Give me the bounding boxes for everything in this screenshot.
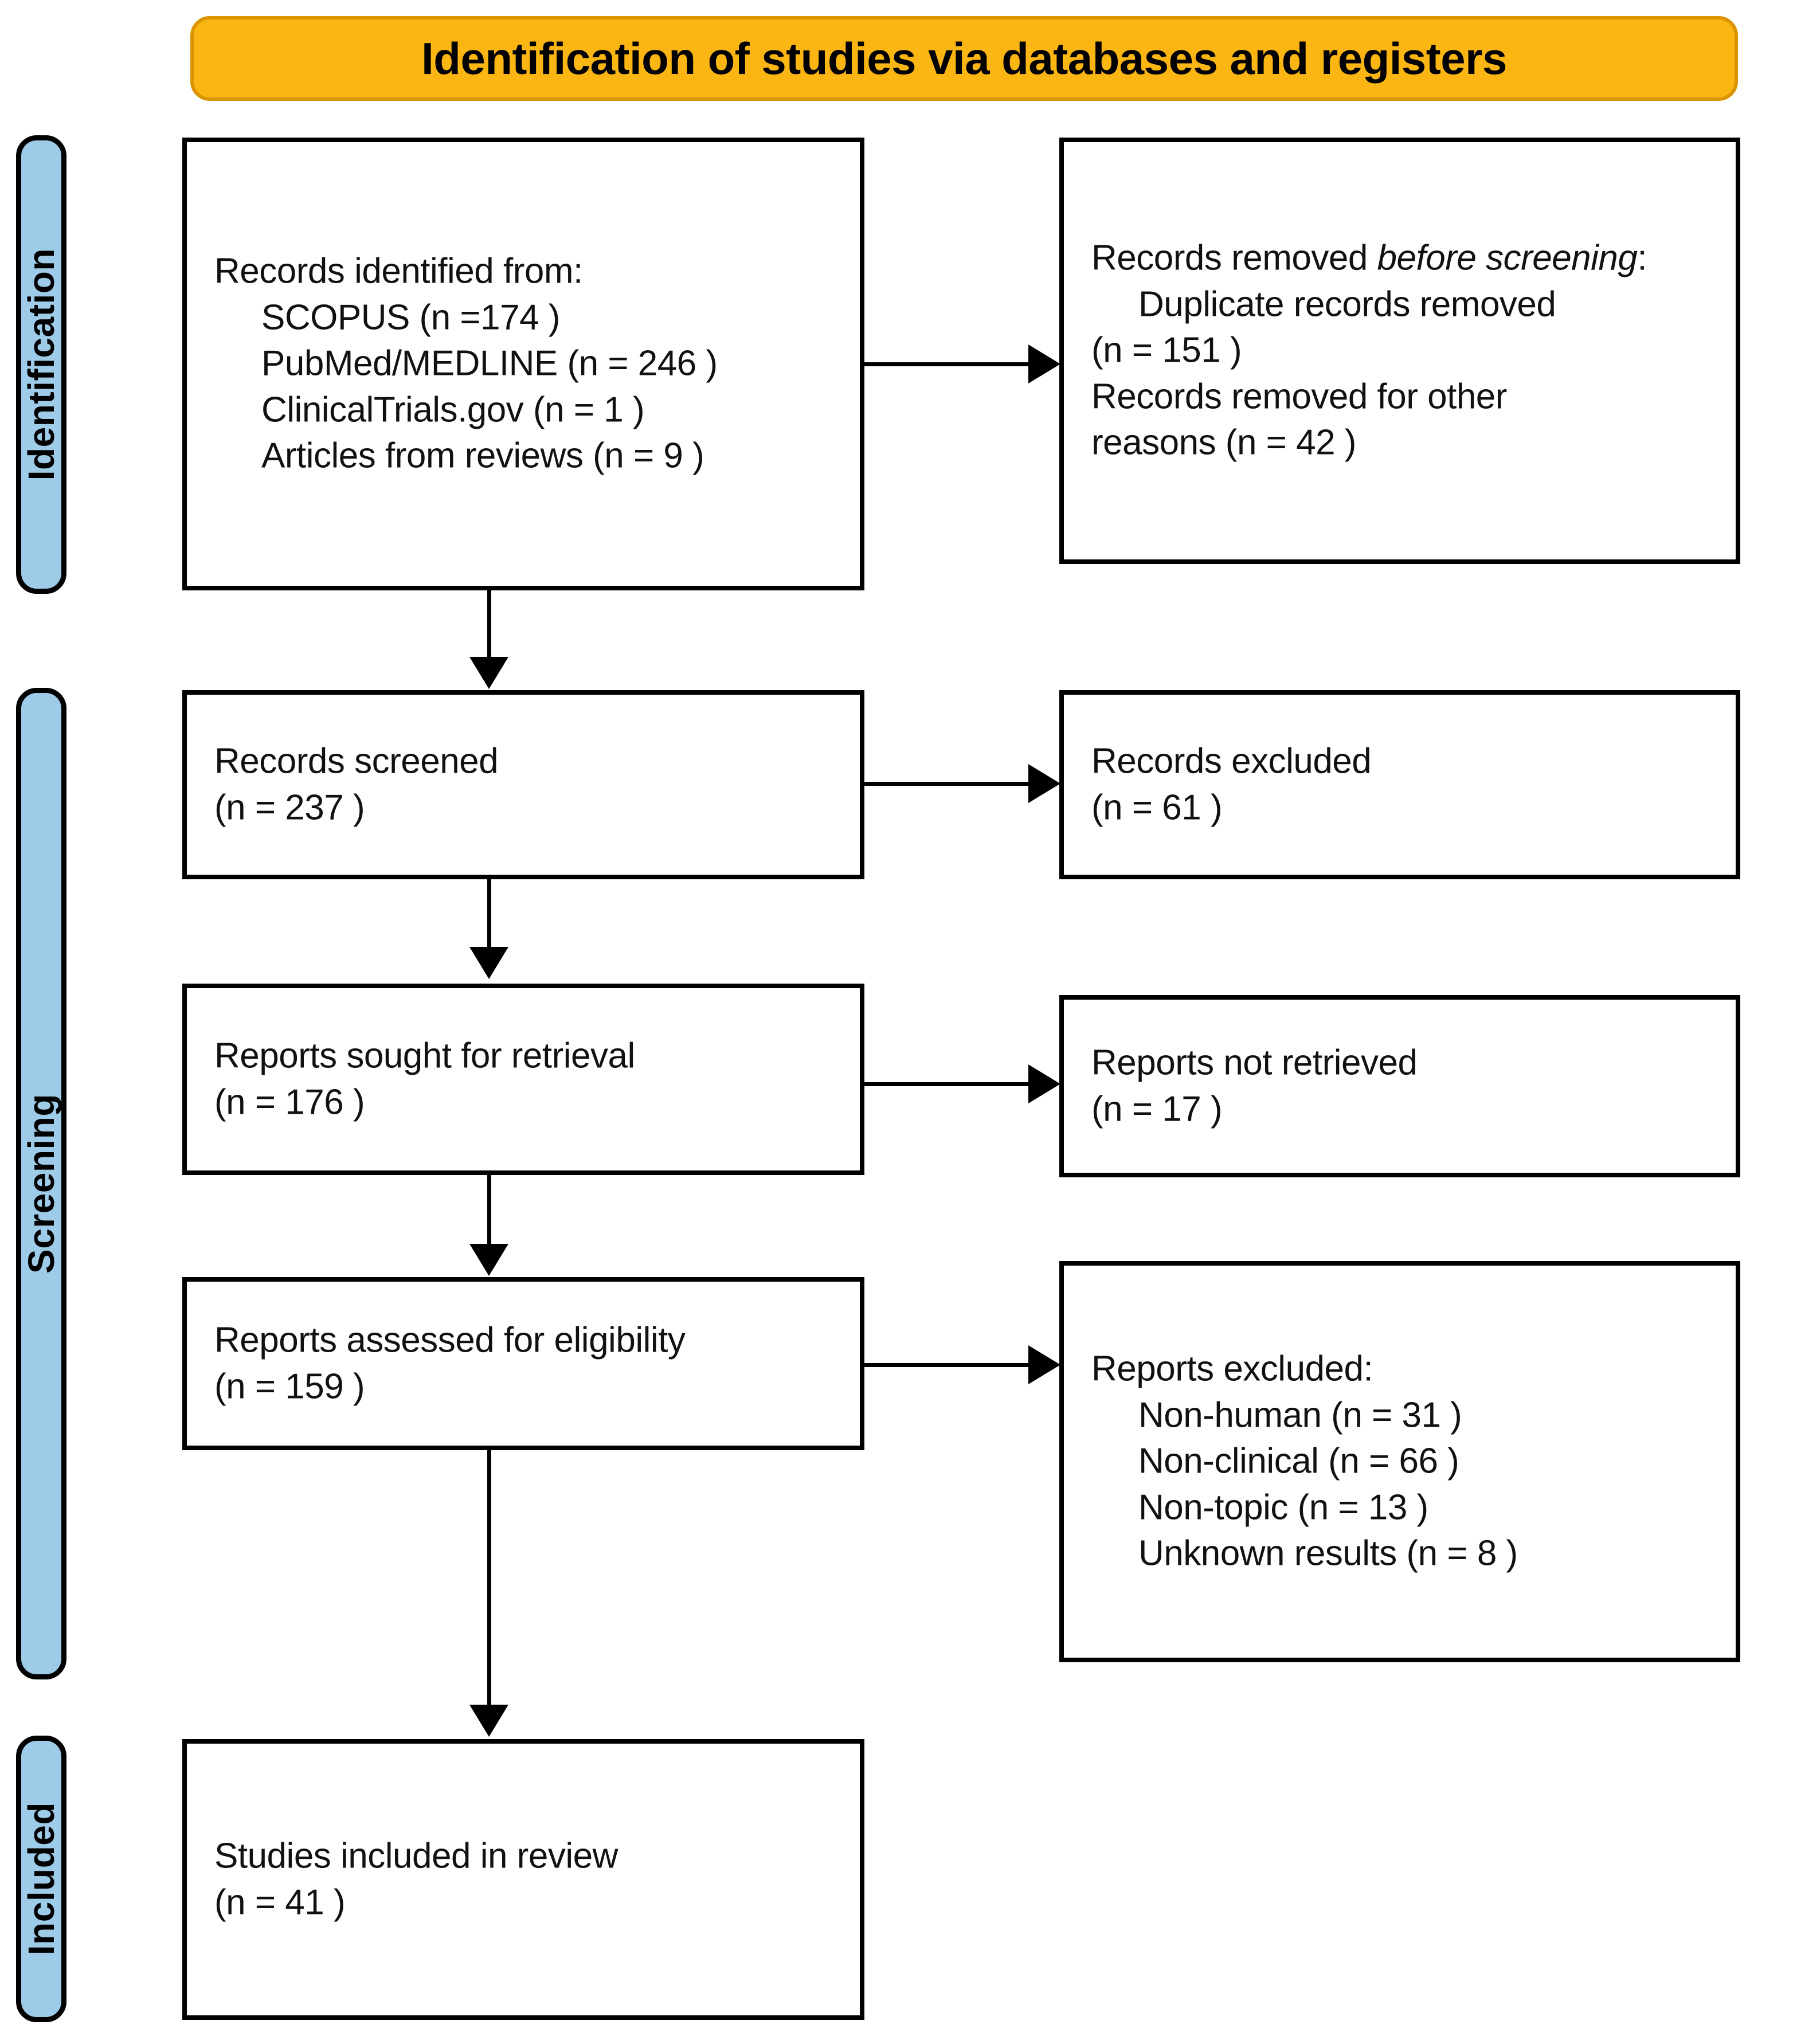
records-removed-heading-prefix: Records removed bbox=[1091, 238, 1377, 278]
connector-assessed-to-included-line bbox=[487, 1450, 491, 1707]
records-identified-heading: Records identified from: bbox=[214, 251, 583, 291]
connector-assessed-to-included-arrowhead bbox=[469, 1705, 508, 1737]
reports-excluded-reason-non-topic: Non-topic (n = 13 ) bbox=[1138, 1487, 1428, 1528]
connector-identified-to-removed-arrowhead bbox=[1028, 344, 1060, 383]
stage-label-identification: Identification bbox=[21, 248, 62, 481]
connector-identified-to-screened-line bbox=[487, 590, 491, 659]
connector-assessed-to-reportsexcluded-arrowhead bbox=[1028, 1345, 1060, 1384]
stage-label-screening: Screening bbox=[21, 1094, 62, 1274]
box-records-identified: Records identified from: SCOPUS (n =174 … bbox=[182, 138, 864, 590]
connector-screened-to-sought-arrowhead bbox=[469, 947, 508, 979]
box-records-removed-before-screening: Records removed before screening: Duplic… bbox=[1059, 138, 1740, 564]
stage-band-included: Included bbox=[16, 1736, 66, 2022]
records-identified-source-scopus: SCOPUS (n =174 ) bbox=[261, 297, 560, 338]
records-screened-count: (n = 237 ) bbox=[214, 788, 365, 827]
reports-not-retrieved-label: Reports not retrieved bbox=[1091, 1043, 1418, 1083]
reports-excluded-reason-unknown-results: Unknown results (n = 8 ) bbox=[1138, 1533, 1518, 1573]
connector-screened-to-sought-line bbox=[487, 879, 491, 949]
reports-assessed-label: Reports assessed for eligibility bbox=[214, 1320, 686, 1360]
records-identified-source-reviews: Articles from reviews (n = 9 ) bbox=[261, 436, 704, 476]
box-reports-assessed-for-eligibility: Reports assessed for eligibility (n = 15… bbox=[182, 1277, 864, 1450]
records-removed-duplicates-label: Duplicate records removed bbox=[1138, 284, 1556, 324]
reports-assessed-count: (n = 159 ) bbox=[214, 1366, 365, 1406]
reports-excluded-reason-non-clinical: Non-clinical (n = 66 ) bbox=[1138, 1441, 1459, 1481]
stage-band-screening: Screening bbox=[16, 688, 66, 1679]
records-removed-other-count: reasons (n = 42 ) bbox=[1091, 422, 1356, 463]
records-excluded-label: Records excluded bbox=[1091, 741, 1372, 781]
box-records-screened: Records screened (n = 237 ) bbox=[182, 690, 864, 879]
box-reports-sought-for-retrieval: Reports sought for retrieval (n = 176 ) bbox=[182, 984, 864, 1175]
reports-sought-label: Reports sought for retrieval bbox=[214, 1036, 635, 1076]
connector-identified-to-removed-line bbox=[864, 362, 1031, 366]
box-records-excluded: Records excluded (n = 61 ) bbox=[1059, 690, 1740, 879]
reports-sought-count: (n = 176 ) bbox=[214, 1082, 365, 1122]
diagram-title-banner: Identification of studies via databases … bbox=[190, 16, 1738, 101]
records-removed-heading: Records removed before screening: bbox=[1091, 236, 1718, 282]
reports-not-retrieved-count: (n = 17 ) bbox=[1091, 1089, 1223, 1129]
records-identified-source-pubmed: PubMed/MEDLINE (n = 246 ) bbox=[261, 343, 718, 383]
records-removed-heading-suffix: : bbox=[1637, 238, 1647, 278]
stage-label-included: Included bbox=[21, 1802, 62, 1956]
connector-sought-to-assessed-arrowhead bbox=[469, 1244, 508, 1276]
box-studies-included-in-review: Studies included in review (n = 41 ) bbox=[182, 1739, 864, 2020]
box-reports-excluded: Reports excluded: Non-human (n = 31 ) No… bbox=[1059, 1261, 1740, 1662]
connector-sought-to-notretrieved-arrowhead bbox=[1028, 1064, 1060, 1103]
stage-band-identification: Identification bbox=[16, 135, 66, 594]
connector-screened-to-excluded-arrowhead bbox=[1028, 764, 1060, 803]
connector-assessed-to-reportsexcluded-line bbox=[864, 1363, 1031, 1367]
records-removed-other-label: Records removed for other bbox=[1091, 377, 1507, 417]
reports-excluded-reason-non-human: Non-human (n = 31 ) bbox=[1138, 1395, 1462, 1435]
connector-identified-to-screened-arrowhead bbox=[469, 657, 508, 689]
studies-included-count: (n = 41 ) bbox=[214, 1882, 346, 1922]
records-removed-duplicates-count: (n = 151 ) bbox=[1091, 330, 1242, 370]
connector-sought-to-assessed-line bbox=[487, 1175, 491, 1246]
records-screened-label: Records screened bbox=[214, 741, 499, 781]
records-identified-source-clinicaltrials: ClinicalTrials.gov (n = 1 ) bbox=[261, 390, 645, 430]
reports-excluded-heading: Reports excluded: bbox=[1091, 1349, 1373, 1389]
box-reports-not-retrieved: Reports not retrieved (n = 17 ) bbox=[1059, 995, 1740, 1177]
connector-screened-to-excluded-line bbox=[864, 782, 1031, 786]
records-excluded-count: (n = 61 ) bbox=[1091, 788, 1223, 827]
page-title: Identification of studies via databases … bbox=[421, 33, 1507, 84]
studies-included-label: Studies included in review bbox=[214, 1836, 618, 1876]
records-removed-heading-emphasis: before screening bbox=[1377, 238, 1638, 278]
connector-sought-to-notretrieved-line bbox=[864, 1082, 1031, 1086]
